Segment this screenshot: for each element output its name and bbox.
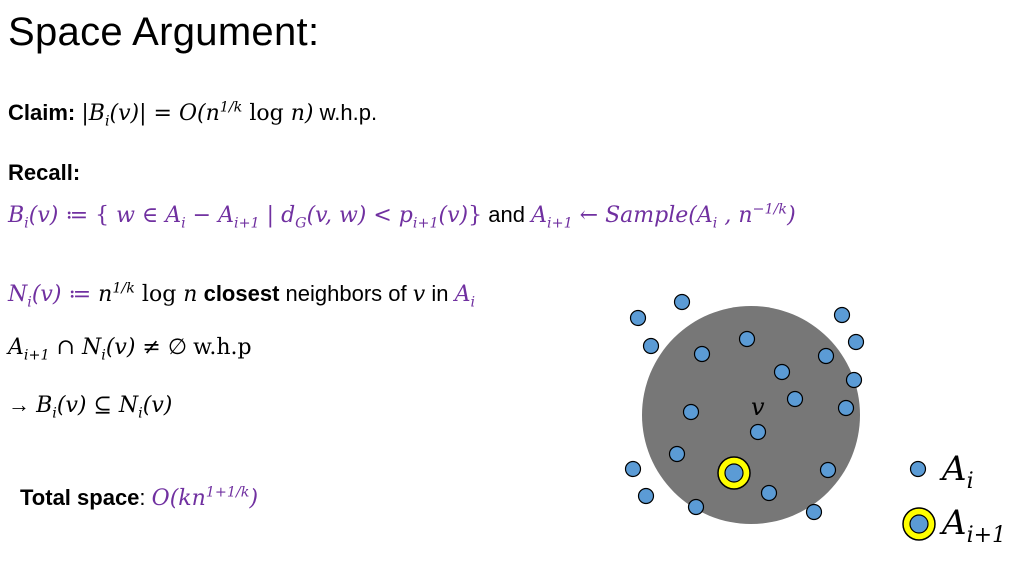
recall-connector: and	[488, 202, 525, 227]
legend-ai1-label: Ai+1	[939, 503, 1006, 548]
bunch-formula: Bi(v) ≔ { w ∈ Ai − Ai+1 | dG(v, w) < pi+…	[8, 203, 483, 232]
recall-label: Recall:	[8, 160, 81, 185]
neighbors-text-in: in	[431, 281, 449, 306]
implication-formula: Bi(v) ⊆ Ni(v)	[36, 393, 173, 422]
vertex-dot	[805, 503, 823, 521]
ball-region	[642, 306, 860, 524]
intersection-line: Ai+1 ∩ Ni(v) ≠ ∅ w.h.p	[8, 334, 252, 364]
claim-line: Claim: |Bi(v)| = O(n1/k log n) w.h.p.	[8, 99, 378, 130]
neighbors-closest: closest	[203, 281, 280, 306]
vertex-dot	[637, 487, 655, 505]
vertex-dot	[682, 403, 700, 421]
vertex-dot	[845, 371, 863, 389]
vertex-dot	[693, 345, 711, 363]
vertex-dot	[773, 363, 791, 381]
claim-label: Claim:	[8, 100, 76, 125]
vertex-dot	[624, 460, 642, 478]
implication-line: → Bi(v) ⊆ Ni(v)	[8, 392, 173, 422]
legend-ai-dot	[909, 460, 927, 478]
legend-ai-label: Ai	[939, 449, 974, 494]
sampled-vertex-dot	[724, 463, 744, 483]
vertex-dot	[837, 399, 855, 417]
vertex-dot	[738, 330, 756, 348]
neighbors-vertex: v	[412, 282, 426, 307]
slide-title: Space Argument:	[8, 10, 320, 54]
vertex-dot	[847, 333, 865, 351]
vertex-dot	[687, 498, 705, 516]
vertex-dot	[673, 293, 691, 311]
vertex-dot	[833, 306, 851, 324]
neighbors-formula: Ni(v) ≔ n1/k log n	[8, 280, 198, 311]
vertex-dot	[817, 347, 835, 365]
vertex-dot	[760, 484, 778, 502]
sample-formula: Ai+1 ← Sample(Ai , n−1/k)	[531, 201, 796, 232]
neighbors-text-mid: neighbors of	[285, 281, 407, 306]
vertex-dot	[749, 423, 767, 441]
total-space-label: Total space	[20, 485, 140, 510]
legend-ai1-dot	[909, 514, 929, 534]
recall-line: Recall:	[8, 160, 80, 186]
implication-arrow: →	[8, 392, 30, 417]
total-space-line: Total space: O(kn1+1/k)	[20, 485, 258, 511]
neighbors-set: Ai	[454, 282, 476, 311]
neighbors-definition: Ni(v) ≔ n1/k log n closest neighbors of …	[8, 280, 476, 311]
vertex-dot	[668, 445, 686, 463]
bunch-definition: Bi(v) ≔ { w ∈ Ai − Ai+1 | dG(v, w) < pi+…	[8, 201, 796, 232]
vertex-dot	[786, 390, 804, 408]
intersection-suffix: w.h.p	[193, 335, 252, 360]
center-vertex-label: v	[751, 393, 765, 421]
intersection-formula: Ai+1 ∩ Ni(v) ≠ ∅	[8, 335, 187, 364]
vertex-dot	[819, 461, 837, 479]
total-space-colon: :	[139, 485, 146, 510]
claim-formula: |Bi(v)| = O(n1/k log n)	[81, 99, 314, 130]
vertex-dot	[629, 309, 647, 327]
total-space-formula: O(kn1+1/k)	[151, 484, 259, 511]
vertex-dot	[642, 337, 660, 355]
claim-suffix: w.h.p.	[319, 100, 378, 125]
